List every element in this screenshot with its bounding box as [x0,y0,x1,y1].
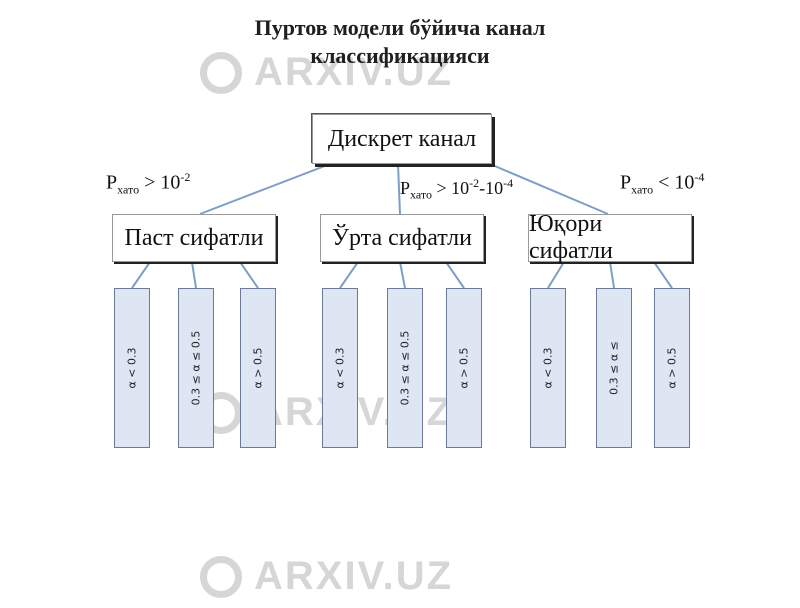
category-low-quality: Паст сифатли [112,214,276,262]
condition-middle: Pхато > 10-2-10-4 [400,176,514,202]
root-node-label: Дискрет канал [327,125,477,152]
connector-root-right [489,163,609,215]
leaf-medium-3: α > 0.5 [446,288,482,448]
connector-left-leaf1 [131,261,151,289]
connector-middle-leaf3 [445,261,465,289]
watermark-ring-icon [200,52,242,94]
diagram-title-line1: Пуртов модели бўйича канал [254,15,546,40]
connector-middle-leaf1 [339,261,359,289]
category-high-quality: Юқори сифатли [528,211,692,264]
leaf-low-1: α < 0.3 [114,288,150,448]
connector-left-leaf2 [191,261,197,289]
diagram-title-line2: классификацияси [310,43,490,68]
connector-root-middle [397,163,401,215]
connector-right-leaf3 [653,261,673,289]
category-label: Паст сифатли [124,224,264,251]
leaf-medium-1: α < 0.3 [322,288,358,448]
leaf-low-2: 0.3 ≤ α ≤ 0.5 [178,288,214,448]
category-label: Юқори сифатли [529,211,613,264]
root-node-discrete-channel: Дискрет канал [312,114,492,164]
connector-middle-leaf2 [399,261,406,289]
watermark: ARXIV.UZ [200,552,451,608]
category-medium-quality: Ўрта сифатли [320,214,484,262]
connector-root-left [199,163,331,215]
watermark: ARXIV.UZ [200,48,451,104]
leaf-medium-2: 0.3 ≤ α ≤ 0.5 [387,288,423,448]
leaf-high-3: α > 0.5 [654,288,690,448]
leaf-high-2: 0.3 ≤ α ≤ [596,288,632,448]
leaf-high-1: α < 0.3 [530,288,566,448]
watermark-ring-icon [200,556,242,598]
connector-right-leaf1 [547,261,565,289]
category-label: Ўрта сифатли [332,224,472,251]
connector-right-leaf2 [609,261,615,289]
condition-left: Pхато > 10-2 [106,170,191,197]
leaf-low-3: α > 0.5 [240,288,276,448]
connector-left-leaf3 [239,261,259,289]
condition-right: Pхато < 10-4 [620,170,705,197]
